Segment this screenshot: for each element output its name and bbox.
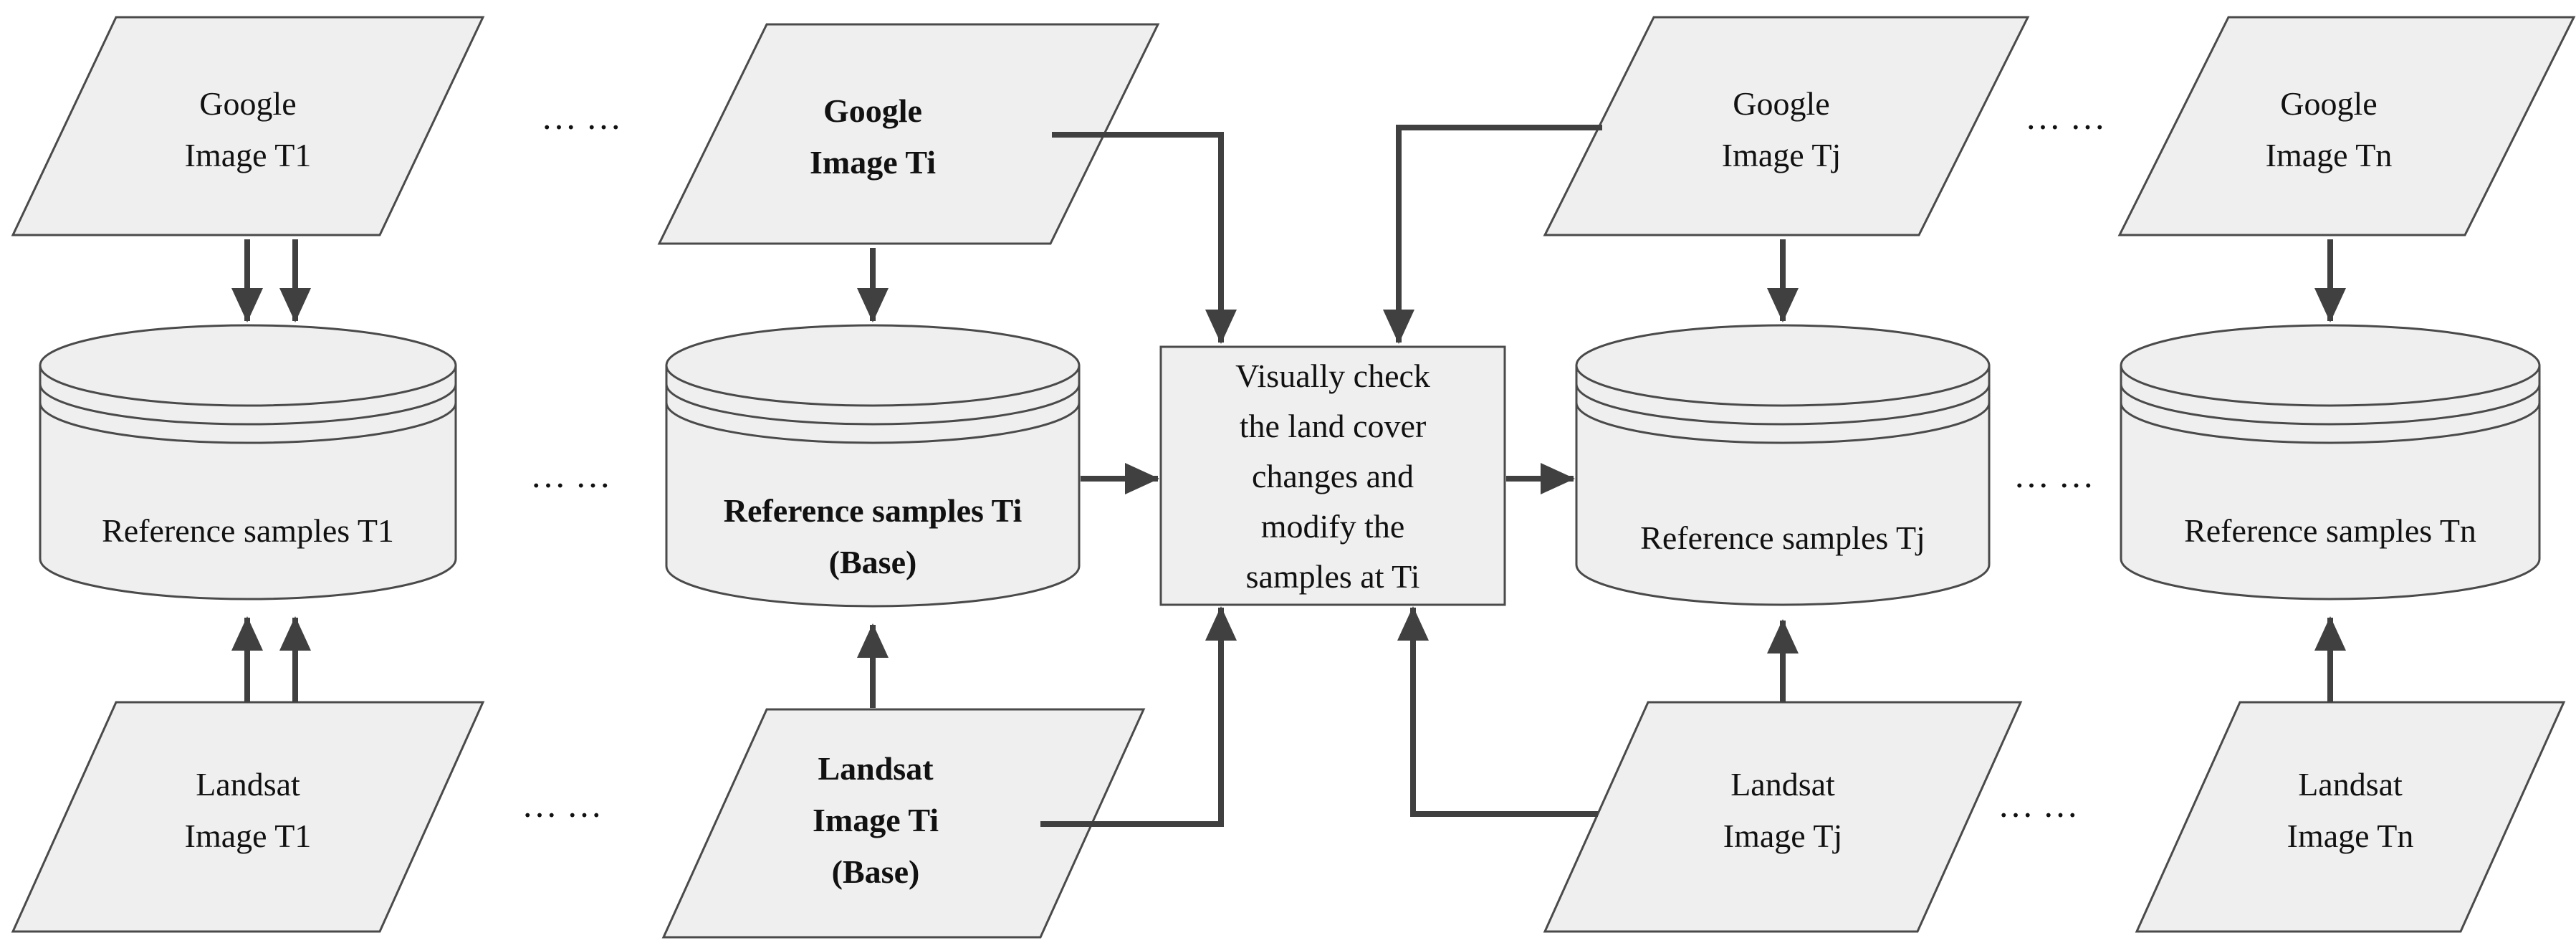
reference-samples-ti: Reference samples Ti (Base): [665, 324, 1081, 608]
google-image-tn-line1: Google: [2280, 85, 2377, 122]
google-image-tj: Google Image Tj: [1543, 16, 2030, 236]
ellipsis-samples-row: … …: [530, 455, 611, 495]
landsat-image-t1-line2: Image T1: [185, 818, 312, 854]
arrow-landsat-ti-to-process: [1040, 606, 1237, 827]
ellipsis-samples-row-right: … …: [2014, 455, 2094, 495]
reference-samples-ti-line2: (Base): [829, 544, 917, 580]
reference-samples-tn: Reference samples Tn: [2120, 324, 2541, 600]
google-image-tj-line2: Image Tj: [1722, 137, 1841, 173]
landsat-image-tn: Landsat Image Tn: [2135, 701, 2566, 933]
google-image-tn-line2: Image Tn: [2266, 137, 2393, 173]
arrow-google-ti-to-process: [1052, 132, 1237, 344]
reference-samples-ti-line1: Reference samples Ti: [724, 492, 1023, 529]
landsat-image-t1-line1: Landsat: [196, 766, 300, 803]
landsat-image-ti-line1: Landsat: [818, 750, 934, 787]
reference-samples-t1: Reference samples T1: [39, 324, 457, 600]
landsat-image-tj-line2: Image Tj: [1723, 818, 1842, 854]
google-image-t1-line1: Google: [199, 85, 296, 122]
google-image-ti: Google Image Ti: [657, 23, 1160, 245]
process-line-3: changes and: [1252, 458, 1414, 494]
landsat-image-ti: Landsat Image Ti (Base): [661, 708, 1146, 939]
google-image-t1: Google Image T1: [11, 16, 485, 236]
process-line-4: modify the: [1261, 508, 1405, 545]
ellipsis-landsat-row-right: … …: [1998, 785, 2079, 825]
google-image-tn: Google Image Tn: [2117, 16, 2576, 236]
google-image-ti-line2: Image Ti: [810, 144, 936, 181]
ellipsis-landsat-row: … …: [522, 785, 603, 825]
landsat-image-tn-line1: Landsat: [2298, 766, 2403, 803]
reference-samples-tn-label: Reference samples Tn: [2184, 512, 2476, 549]
landsat-image-tn-line2: Image Tn: [2287, 818, 2414, 854]
ellipsis-google-row: … …: [541, 97, 622, 137]
process-line-2: the land cover: [1240, 408, 1427, 444]
visual-check-process-box: Visually check the land cover changes an…: [1159, 345, 1506, 606]
reference-samples-t1-label: Reference samples T1: [102, 512, 394, 549]
process-line-5: samples at Ti: [1246, 558, 1420, 595]
google-image-t1-line2: Image T1: [185, 137, 312, 173]
reference-samples-tj: Reference samples Tj: [1575, 324, 1991, 606]
landsat-image-tj: Landsat Image Tj: [1543, 701, 2023, 933]
landsat-image-ti-line3: (Base): [832, 853, 920, 890]
arrow-google-tj-to-process: [1383, 125, 1602, 344]
process-line-1: Visually check: [1235, 358, 1430, 394]
landsat-image-t1: Landsat Image T1: [11, 701, 485, 933]
google-image-ti-line1: Google: [823, 92, 922, 129]
landsat-image-ti-line2: Image Ti: [813, 802, 939, 838]
arrow-landsat-tj-to-process: [1397, 606, 1598, 817]
reference-samples-tj-label: Reference samples Tj: [1640, 520, 1925, 556]
ellipsis-google-row-right: … …: [2025, 97, 2106, 137]
landsat-image-tj-line1: Landsat: [1730, 766, 1835, 803]
google-image-tj-line1: Google: [1733, 85, 1829, 122]
